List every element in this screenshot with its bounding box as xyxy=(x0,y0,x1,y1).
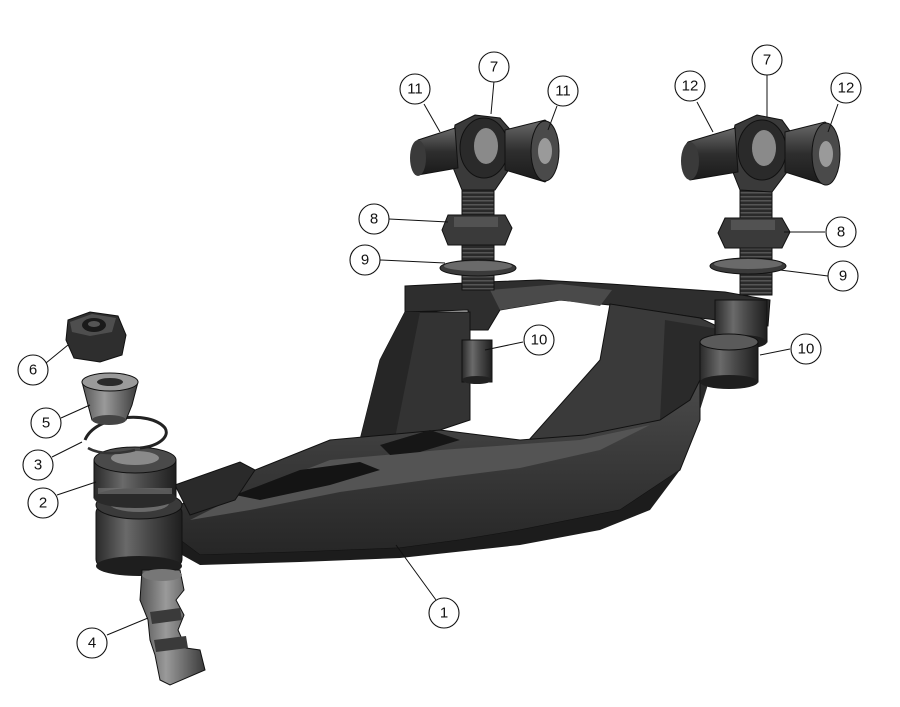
callout-4: 4 xyxy=(76,627,108,659)
nyloc-nut xyxy=(65,311,127,363)
control-arm-body xyxy=(174,279,771,565)
svg-text:7: 7 xyxy=(490,59,498,76)
callout-10-right: 10 xyxy=(790,333,822,365)
svg-text:1: 1 xyxy=(440,605,448,622)
svg-text:12: 12 xyxy=(682,78,699,95)
svg-text:3: 3 xyxy=(34,457,42,474)
svg-text:10: 10 xyxy=(531,332,548,349)
callout-10-left: 10 xyxy=(523,324,555,356)
callout-3: 3 xyxy=(22,449,54,481)
leader-lines xyxy=(45,75,839,636)
callout-11-right: 11 xyxy=(547,75,579,107)
svg-text:5: 5 xyxy=(42,415,50,432)
svg-text:11: 11 xyxy=(555,83,571,100)
svg-text:8: 8 xyxy=(837,224,845,241)
callout-1: 1 xyxy=(428,597,460,629)
callout-12-right: 12 xyxy=(830,72,862,104)
rod-end-right xyxy=(681,114,841,389)
callout-7-left: 7 xyxy=(478,51,510,83)
svg-text:4: 4 xyxy=(88,635,96,652)
ball-stud xyxy=(139,569,206,686)
callout-2: 2 xyxy=(27,487,59,519)
svg-text:7: 7 xyxy=(763,52,771,69)
svg-text:2: 2 xyxy=(39,495,47,512)
svg-text:10: 10 xyxy=(798,341,815,358)
svg-text:9: 9 xyxy=(361,252,369,269)
callout-6: 6 xyxy=(17,354,49,386)
callout-12-left: 12 xyxy=(674,70,706,102)
rod-end-left xyxy=(410,114,560,384)
callout-8-right: 8 xyxy=(825,216,857,248)
snap-ring xyxy=(83,415,168,455)
callout-5: 5 xyxy=(30,407,62,439)
callout-8-left: 8 xyxy=(358,203,390,235)
svg-text:12: 12 xyxy=(838,80,855,97)
svg-text:8: 8 xyxy=(370,211,378,228)
svg-text:6: 6 xyxy=(29,362,37,379)
callout-11-left: 11 xyxy=(399,73,431,105)
svg-text:9: 9 xyxy=(839,268,847,285)
callout-7-right: 7 xyxy=(751,44,783,76)
callout-9-right: 9 xyxy=(827,260,859,292)
ball-joint xyxy=(93,446,177,508)
spacer-bushing xyxy=(81,372,139,425)
callout-9-left: 9 xyxy=(349,244,381,276)
svg-text:11: 11 xyxy=(407,81,423,98)
